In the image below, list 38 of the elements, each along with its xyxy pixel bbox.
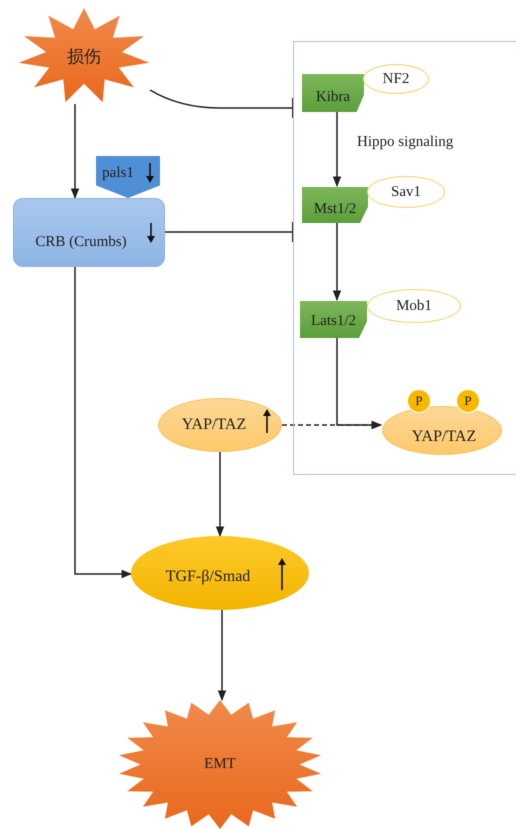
node-label: NF2 [382,70,410,88]
node-label: YAP/TAZ [182,416,246,434]
node-label: Lats1/2 [311,313,356,330]
pentagon-tag [96,156,160,198]
annotation-text: Hippo signaling [357,134,454,151]
inhibition-line [165,221,294,243]
pathway-panel [293,41,516,475]
arrow [218,610,226,702]
starburst-shape [118,700,322,829]
node-label: Mst1/2 [314,200,356,218]
starburst-shape [18,8,150,104]
node-label: P [464,393,472,409]
node-label: YAP/TAZ [412,428,476,446]
node-label: 损伤 [67,46,101,68]
inhibition-line [150,89,294,119]
arrow [332,111,342,188]
arrow [74,267,132,578]
node-label: TGF-β/Smad [166,568,250,586]
node-label: pals1 [102,164,134,182]
rounded-box [13,198,165,267]
circle-badge [407,389,431,413]
tag-box [300,301,367,338]
arrow [216,452,224,538]
circle-badge [456,389,480,413]
arrow [332,222,342,302]
node-label: CRB (Crumbs) [35,234,127,251]
arrow [70,104,80,200]
node-label: EMT [204,756,236,773]
node-label: Mob1 [396,298,432,314]
oval [363,64,429,94]
arrow [282,420,382,430]
oval [367,176,445,208]
oval [367,289,461,323]
tag-box [302,187,368,223]
node-label: Sav1 [391,184,421,200]
tag-box [302,74,364,112]
node-label: Kibra [316,88,350,106]
node-label: P [415,393,423,409]
